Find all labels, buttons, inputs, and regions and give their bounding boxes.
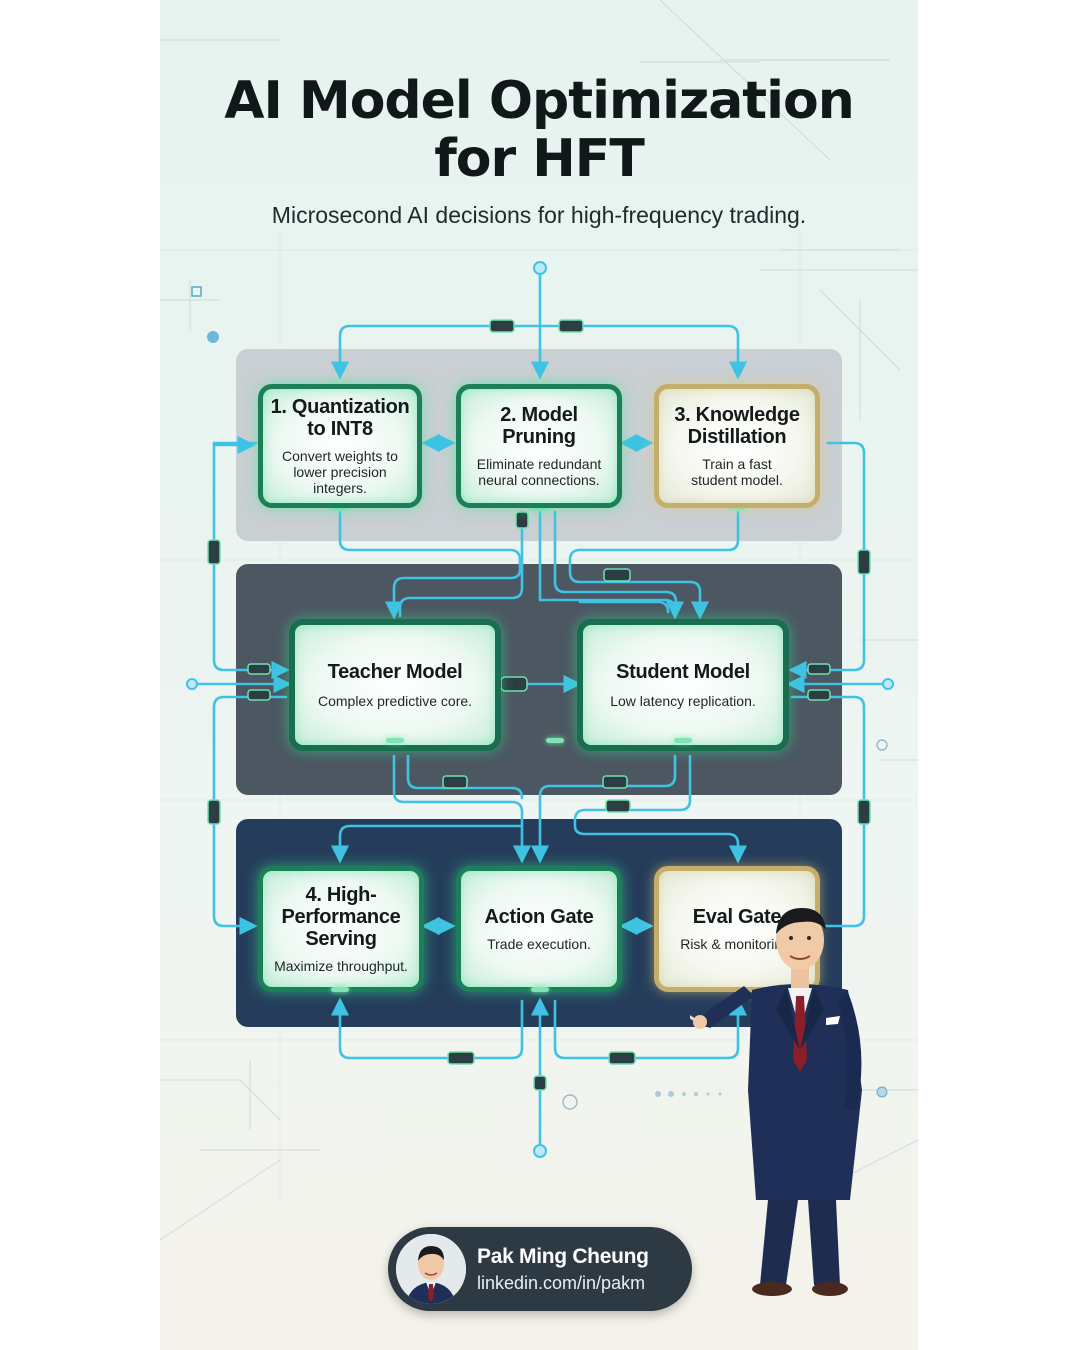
- infographic-poster: AI Model Optimization for HFT Microsecon…: [160, 0, 918, 1350]
- node-tab: [331, 987, 349, 992]
- title-line-2: for HFT: [434, 129, 645, 189]
- node-title: Action Gate: [484, 906, 594, 928]
- node-tab: [531, 987, 549, 992]
- node-title: Eval Gate: [692, 906, 782, 928]
- author-badge: Pak Ming Cheung linkedin.com/in/pakm: [388, 1227, 692, 1311]
- node-tab: [386, 738, 404, 743]
- node-description: Complex predictive core.: [317, 693, 473, 709]
- node-title: Student Model: [616, 661, 750, 683]
- subtitle: Microsecond AI decisions for high-freque…: [271, 202, 807, 228]
- node-description: Maximize throughput.: [274, 958, 408, 974]
- node-quantization: 1. Quantization to INT8 Convert weights …: [258, 384, 422, 508]
- node-description: Convert weights to lower precision integ…: [282, 448, 398, 496]
- node-description: Train a fast student model.: [691, 456, 783, 488]
- node-title: 3. Knowledge Distillation: [674, 404, 800, 448]
- node-pruning: 2. Model Pruning Eliminate redundant neu…: [456, 384, 622, 508]
- author-name: Pak Ming Cheung: [477, 1245, 649, 1268]
- node-description: Risk & monitoring.: [680, 936, 794, 952]
- node-title: 2. Model Pruning: [500, 404, 578, 448]
- title-line-1: AI Model Optimization: [224, 71, 854, 131]
- node-title: Teacher Model: [327, 661, 463, 683]
- node-high-performance-serving: 4. High-Performance Serving Maximize thr…: [258, 866, 424, 992]
- node-title: 4. High-Performance Serving: [281, 884, 401, 950]
- node-tab: [674, 738, 692, 743]
- avatar: [396, 1234, 466, 1304]
- node-tab: [546, 738, 564, 743]
- node-description: Trade execution.: [487, 936, 591, 952]
- node-description: Eliminate redundant neural connections.: [476, 456, 602, 488]
- node-student-model: Student Model Low latency replication.: [577, 619, 789, 751]
- node-action-gate: Action Gate Trade execution.: [456, 866, 622, 992]
- node-teacher-model: Teacher Model Complex predictive core.: [289, 619, 501, 751]
- node-distillation: 3. Knowledge Distillation Train a fast s…: [654, 384, 820, 508]
- node-title: 1. Quantization to INT8: [270, 396, 410, 440]
- connector-lines: [186, 261, 894, 1158]
- author-linkedin-link[interactable]: linkedin.com/in/pakm: [477, 1273, 646, 1293]
- presenter-illustration: [690, 908, 862, 1296]
- avatar-portrait-icon: [396, 1234, 466, 1304]
- node-description: Low latency replication.: [610, 693, 756, 709]
